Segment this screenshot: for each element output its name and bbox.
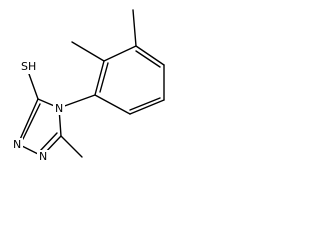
bond-n2-c3-outer <box>17 98 39 145</box>
bond-ar3-ar4 <box>135 45 165 66</box>
thiol-label: SH <box>21 60 36 73</box>
bond-ar5-ar6-inner <box>129 97 161 111</box>
bond-ar3-methyl <box>132 9 137 47</box>
triazole-n2-label: N <box>13 138 21 151</box>
bond-ar5-ar6 <box>129 99 165 115</box>
bond-ar2-methyl <box>71 41 105 62</box>
chemical-structure: SH N N N <box>11 9 165 163</box>
ring-nitrogen-label: N <box>55 102 63 115</box>
bond-ar1-ar2 <box>94 60 105 96</box>
bond-c5-methyl <box>60 135 83 158</box>
bond-ar1-ar2-inner <box>99 62 109 93</box>
bond-ar2-ar3 <box>103 45 137 62</box>
bond-c3-s <box>28 73 39 100</box>
bond-ar3-ar4-inner <box>135 50 161 68</box>
bond-c5-n1-inner <box>39 132 58 152</box>
triazole-n1-label: N <box>39 150 47 163</box>
bond-n2-c3-inner <box>22 103 41 140</box>
bond-ar6-ar1 <box>94 94 131 115</box>
